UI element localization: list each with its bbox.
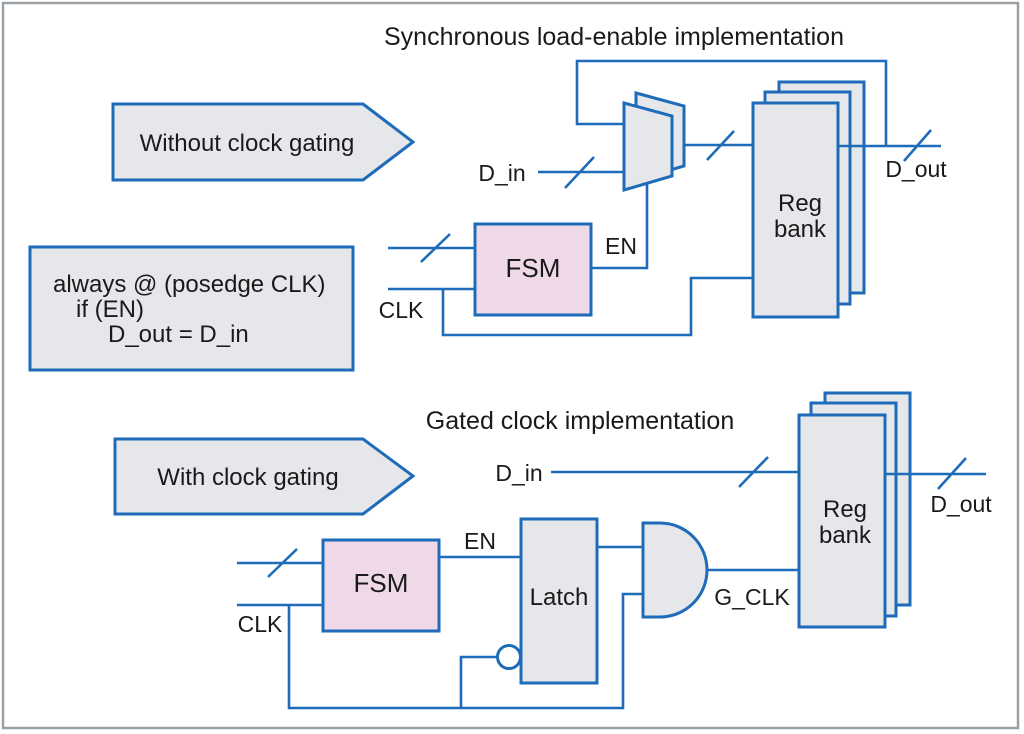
top-banner-label: Without clock gating [140,130,355,157]
bottom-fsm-box [321,538,441,633]
top-dout-bus-slash [903,129,932,162]
bottom-banner-label: With clock gating [157,464,338,491]
bottom-banner-shape [113,437,416,516]
top-clk-bypass-wire [441,276,753,337]
gclk-label: G_CLK [714,584,790,610]
top-reg-bank-label-line2: bank [774,216,827,243]
bottom-reg-bank-label-line2: bank [819,522,872,549]
code-line-2: if (EN) [76,296,144,323]
bottom-fsm-input-bus-slash [267,548,298,578]
inverter-bubble [496,644,522,670]
bottom-dout-bus-slash [937,457,967,490]
bottom-title: Gated clock implementation [426,407,734,435]
bottom-banner: With clock gating [113,437,416,516]
bottom-reg-bank: Reg bank [797,391,912,629]
top-circuit: Synchronous load-enable implementation W… [28,23,947,372]
bottom-din-label: D_in [495,460,542,486]
verilog-code-block: always @ (posedge CLK) if (EN) D_out = D… [28,245,355,372]
bottom-dout-label: D_out [930,491,992,517]
bottom-circuit: Gated clock implementation With clock ga… [113,391,992,710]
latch-clock-branch-wire [459,655,497,708]
bottom-fsm-label: FSM [354,568,409,598]
bottom-reg-bank-front [797,413,887,629]
top-fsm-label: FSM [506,253,561,283]
top-feedback-wire [575,59,888,146]
top-reg-bank-front [751,101,840,319]
top-reg-bank-label-line1: Reg [778,190,822,217]
top-fsm-input-bus-slash [420,233,451,263]
top-en-select-wire [591,184,649,270]
code-line-3: D_out = D_in [108,321,249,348]
top-reg-bank: Reg bank [751,80,866,319]
top-din-bus-slash [564,156,595,189]
top-fsm-box [473,222,593,317]
bottom-en-label: EN [464,528,496,554]
mux-front-shape [622,101,674,192]
top-banner: Without clock gating [111,102,416,182]
top-title: Synchronous load-enable implementation [384,23,844,51]
latch-box [519,517,599,685]
top-din-label: D_in [478,160,525,186]
bottom-clk-bypass-wire [287,592,643,710]
bottom-fsm-block: FSM [321,538,441,633]
top-banner-shape [111,102,416,182]
mux [622,91,686,192]
top-clk-label: CLK [379,297,424,323]
top-dout-label: D_out [885,156,947,182]
and-gate [641,521,709,619]
bottom-reg-bank-label-line1: Reg [823,496,867,523]
code-block-box [28,245,355,372]
top-fsm-block: FSM [473,222,593,317]
latch-block: Latch [519,517,599,685]
code-line-1: always @ (posedge CLK) [53,271,325,298]
top-mux-bus-slash [706,130,735,161]
bottom-din-bus-slash [738,456,769,488]
bottom-clk-label: CLK [238,611,283,637]
top-en-label: EN [605,233,637,259]
latch-label: Latch [530,584,589,611]
